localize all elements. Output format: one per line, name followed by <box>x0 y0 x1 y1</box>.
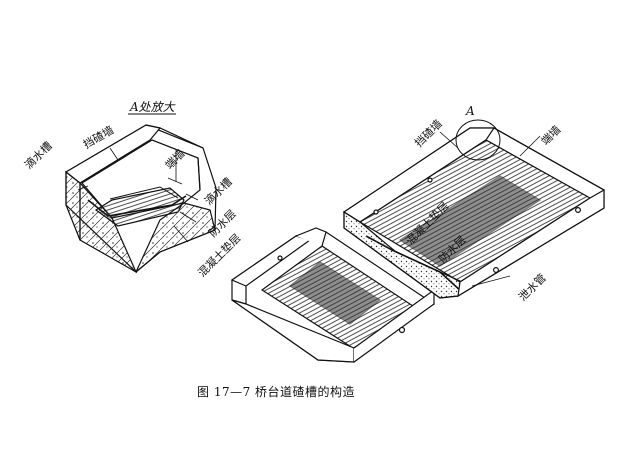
detail-title: A处放大 <box>130 100 175 114</box>
main-assembly <box>342 119 605 299</box>
detail-enlargement <box>64 124 217 274</box>
figure-caption: 图 17—7 桥台道碴槽的构造 <box>197 385 356 399</box>
detail-marker-a: A <box>466 104 475 118</box>
slab-lower-left <box>230 227 436 363</box>
